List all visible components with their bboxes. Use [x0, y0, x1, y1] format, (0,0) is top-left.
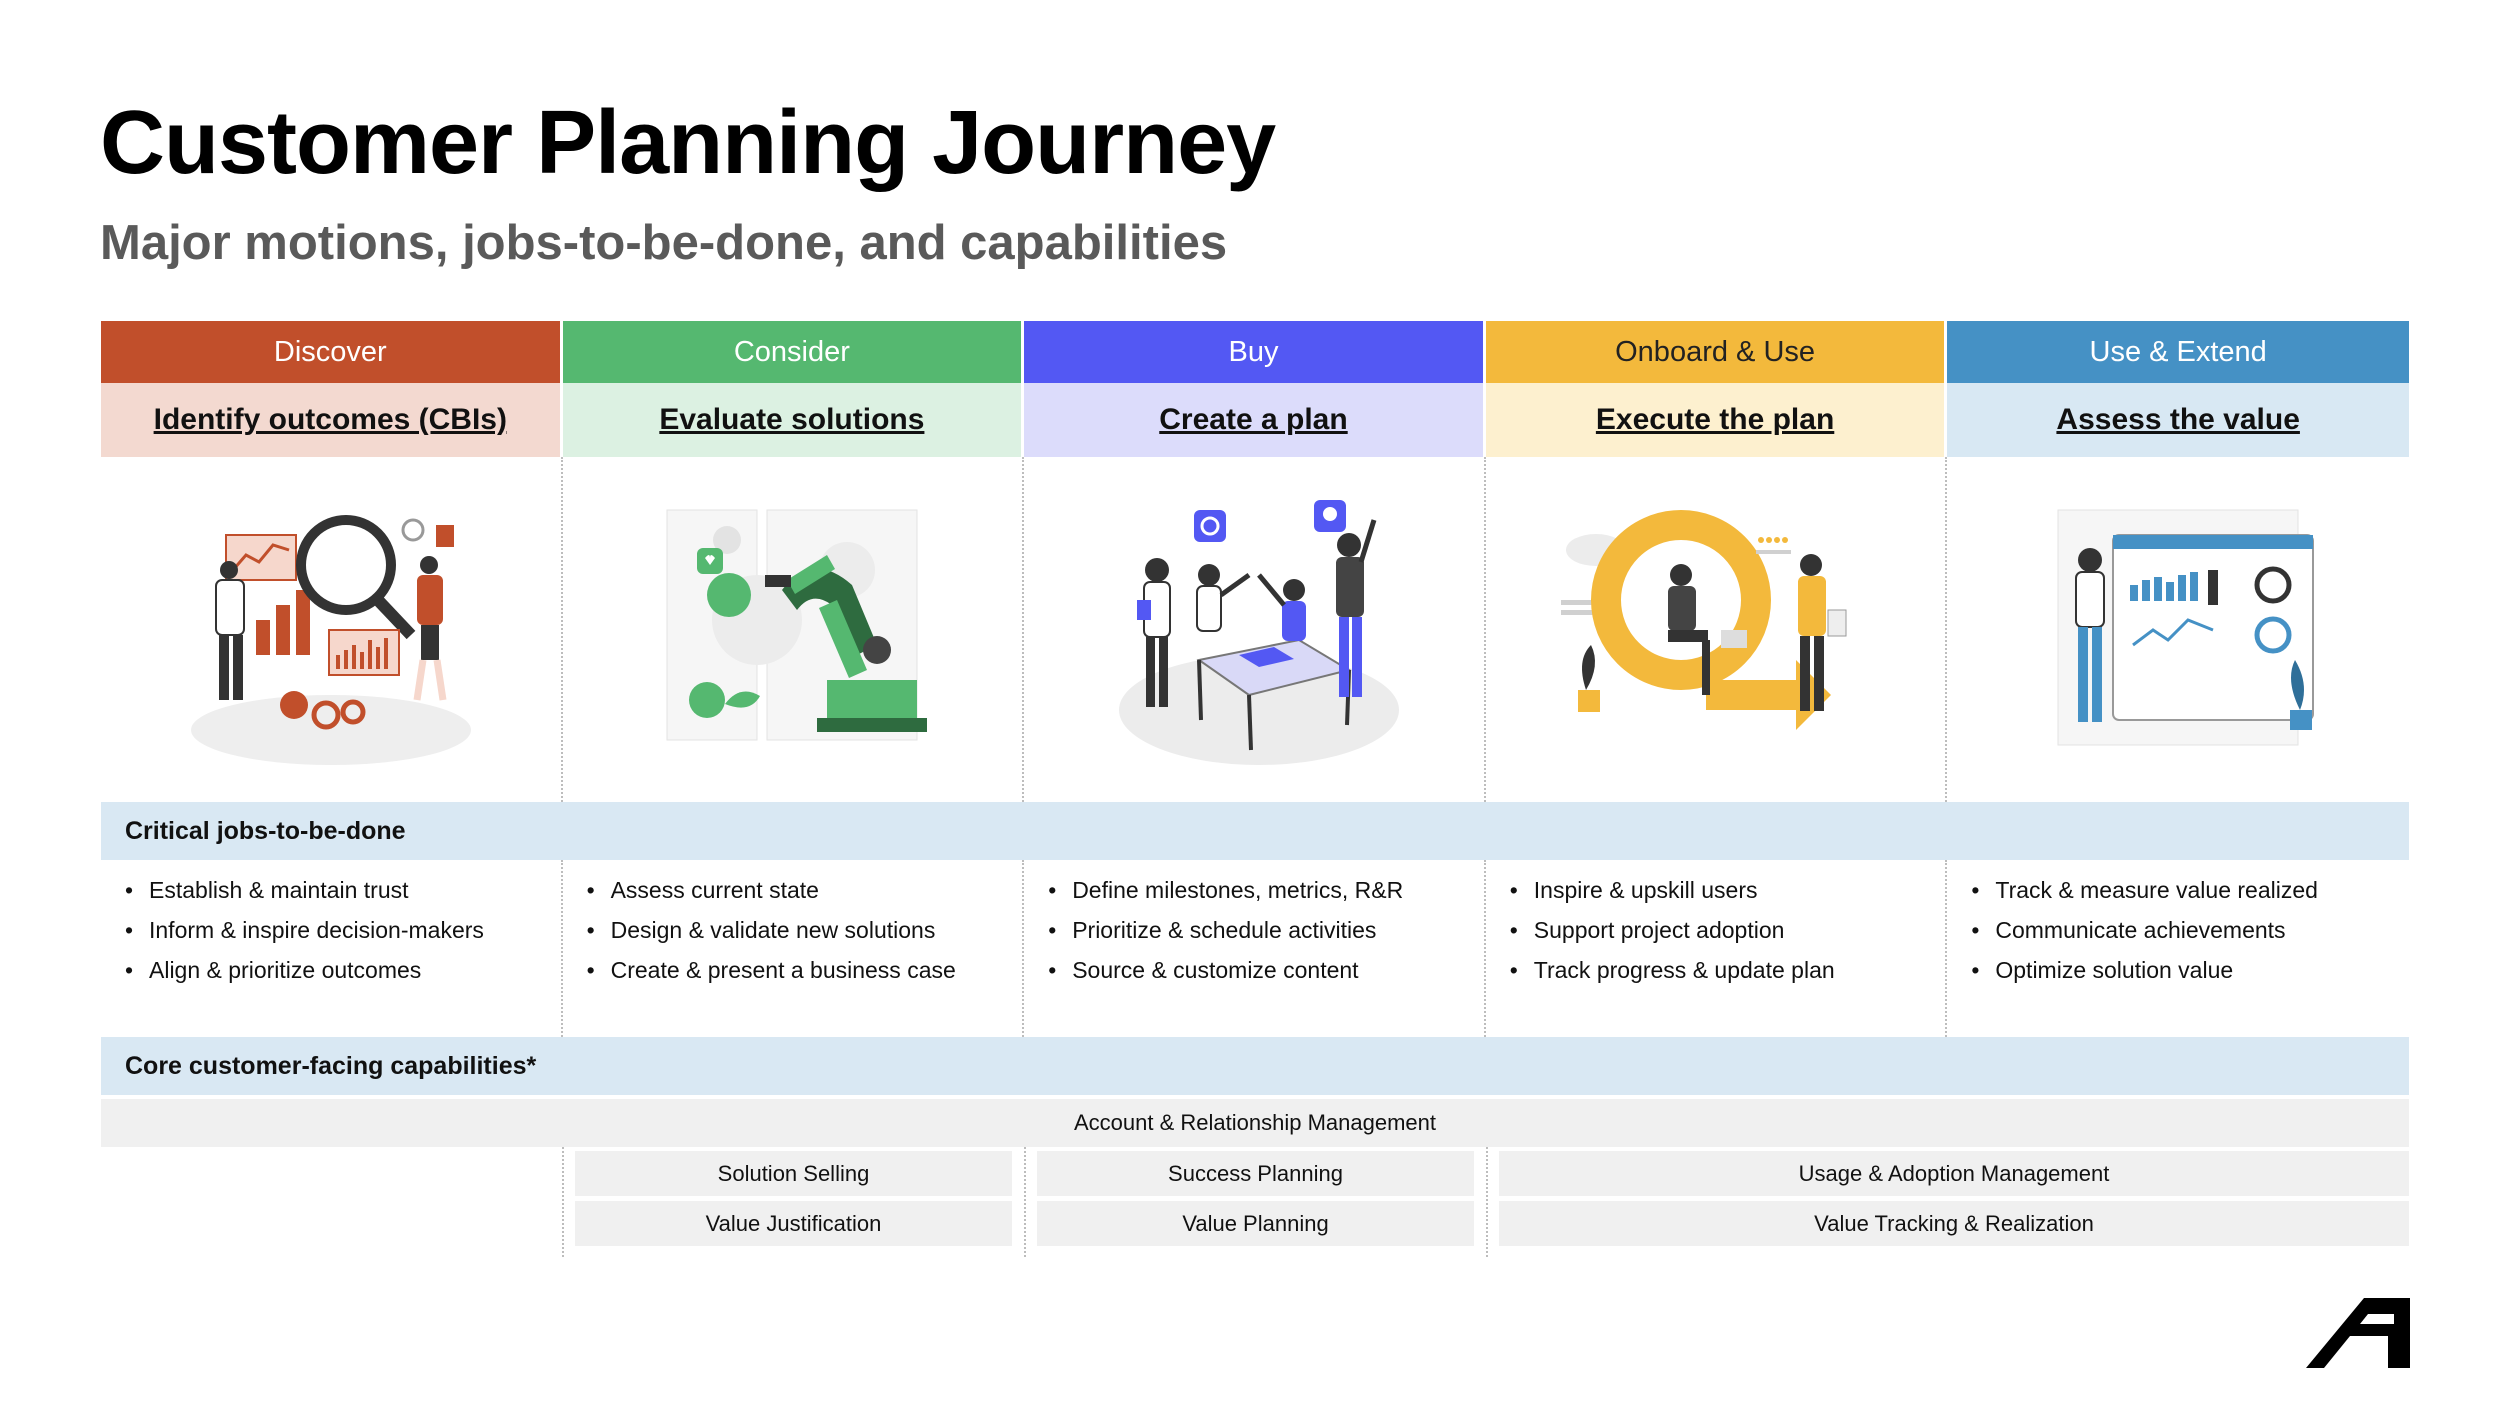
- goal-evaluate-solutions[interactable]: Evaluate solutions: [562, 383, 1025, 457]
- progress-cycle-illustration: [1486, 457, 1948, 802]
- goal-row: Identify outcomes (CBIs) Evaluate soluti…: [101, 383, 2409, 457]
- capabilities-heading: Core customer-facing capabilities*: [101, 1037, 2409, 1095]
- job-item: Track progress & update plan: [1510, 950, 1946, 990]
- page-title: Customer Planning Journey: [100, 93, 1276, 193]
- goal-execute-plan[interactable]: Execute the plan: [1485, 383, 1948, 457]
- job-item: Assess current state: [587, 870, 1023, 910]
- phase-header-row: Discover Consider Buy Onboard & Use Use …: [101, 321, 2409, 383]
- team-high-five-illustration: [1024, 457, 1486, 802]
- job-item: Communicate achievements: [1971, 910, 2409, 950]
- job-item: Optimize solution value: [1971, 950, 2409, 990]
- jobs-buy: Define milestones, metrics, R&R Prioriti…: [1024, 860, 1486, 1037]
- job-item: Inspire & upskill users: [1510, 870, 1946, 910]
- capability-value-justification: Value Justification: [575, 1201, 1012, 1246]
- jobs-consider: Assess current state Design & validate n…: [563, 860, 1025, 1037]
- phase-use-extend: Use & Extend: [1947, 321, 2409, 383]
- goal-identify-outcomes[interactable]: Identify outcomes (CBIs): [101, 383, 563, 457]
- illustration-row: [101, 457, 2409, 802]
- job-item: Establish & maintain trust: [125, 870, 561, 910]
- column-divider: [562, 1147, 564, 1257]
- business-analysis-illustration: [101, 457, 563, 802]
- phase-onboard-use: Onboard & Use: [1485, 321, 1948, 383]
- jobs-onboard-use: Inspire & upskill users Support project …: [1486, 860, 1948, 1037]
- jobs-row: Establish & maintain trust Inform & insp…: [101, 860, 2409, 1037]
- column-divider: [1486, 1147, 1488, 1257]
- jobs-use-extend: Track & measure value realized Communica…: [1947, 860, 2409, 1037]
- job-item: Create & present a business case: [587, 950, 1023, 990]
- capability-usage-adoption: Usage & Adoption Management: [1499, 1151, 2409, 1196]
- job-item: Define milestones, metrics, R&R: [1048, 870, 1484, 910]
- page-subtitle: Major motions, jobs-to-be-done, and capa…: [100, 216, 1228, 270]
- brand-logo-icon: [2306, 1298, 2410, 1373]
- job-item: Track & measure value realized: [1971, 870, 2409, 910]
- capability-value-tracking: Value Tracking & Realization: [1499, 1201, 2409, 1246]
- capability-solution-selling: Solution Selling: [575, 1151, 1012, 1196]
- job-item: Inform & inspire decision-makers: [125, 910, 561, 950]
- phase-consider: Consider: [562, 321, 1025, 383]
- goal-assess-value[interactable]: Assess the value: [1947, 383, 2409, 457]
- job-item: Prioritize & schedule activities: [1048, 910, 1484, 950]
- jobs-heading: Critical jobs-to-be-done: [101, 802, 2409, 860]
- capability-value-planning: Value Planning: [1037, 1201, 1474, 1246]
- capabilities-area: Solution Selling Value Justification Suc…: [101, 1147, 2409, 1257]
- phase-buy: Buy: [1024, 321, 1486, 383]
- capability-account-relationship: Account & Relationship Management: [101, 1099, 2409, 1147]
- journey-grid: Discover Consider Buy Onboard & Use Use …: [101, 321, 2409, 1257]
- dashboard-review-illustration: [1947, 457, 2409, 802]
- phase-discover: Discover: [101, 321, 563, 383]
- goal-create-plan[interactable]: Create a plan: [1024, 383, 1486, 457]
- job-item: Align & prioritize outcomes: [125, 950, 561, 990]
- job-item: Design & validate new solutions: [587, 910, 1023, 950]
- capability-success-planning: Success Planning: [1037, 1151, 1474, 1196]
- jobs-discover: Establish & maintain trust Inform & insp…: [101, 860, 563, 1037]
- job-item: Source & customize content: [1048, 950, 1484, 990]
- robot-arm-illustration: [563, 457, 1025, 802]
- column-divider: [1024, 1147, 1026, 1257]
- job-item: Support project adoption: [1510, 910, 1946, 950]
